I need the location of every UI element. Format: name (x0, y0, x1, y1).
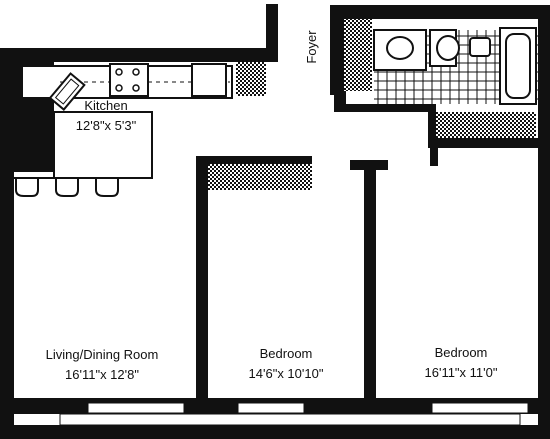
room-labels: Kitchen 12'8"x 5'3" Living/Dining Room 1… (46, 30, 498, 382)
kitchen-peninsula (53, 111, 153, 179)
foyer-closet-hatch (344, 19, 372, 91)
stool-icon (95, 178, 119, 197)
bedroom-2-dimensions: 16'11"x 11'0" (425, 365, 498, 380)
bedroom-1-dimensions: 14'6"x 10'10" (249, 366, 324, 381)
stool-icon (55, 178, 79, 197)
interior-walls (196, 90, 538, 400)
closet-hatch (236, 62, 266, 96)
refrigerator-icon (191, 63, 227, 97)
kitchen-area (14, 62, 280, 197)
windows (59, 402, 529, 426)
sink-icon (386, 36, 414, 60)
bathroom (373, 27, 538, 105)
living-room-name: Living/Dining Room (46, 347, 159, 362)
bedroom2-closet-hatch (436, 112, 536, 138)
sink-icon (48, 72, 86, 111)
bedroom-1-name: Bedroom (260, 346, 313, 361)
toilet-icon (436, 35, 460, 61)
kitchen-name: Kitchen (84, 98, 127, 113)
stool-icon (15, 178, 39, 197)
living-room-dimensions: 16'11"x 12'8" (65, 367, 139, 382)
kitchen-dimensions: 12'8"x 5'3" (76, 118, 137, 133)
stove-icon (109, 63, 149, 97)
bedroom-2-name: Bedroom (435, 345, 488, 360)
bedroom-closet-hatch (208, 164, 312, 190)
foyer-label: Foyer (304, 30, 319, 64)
